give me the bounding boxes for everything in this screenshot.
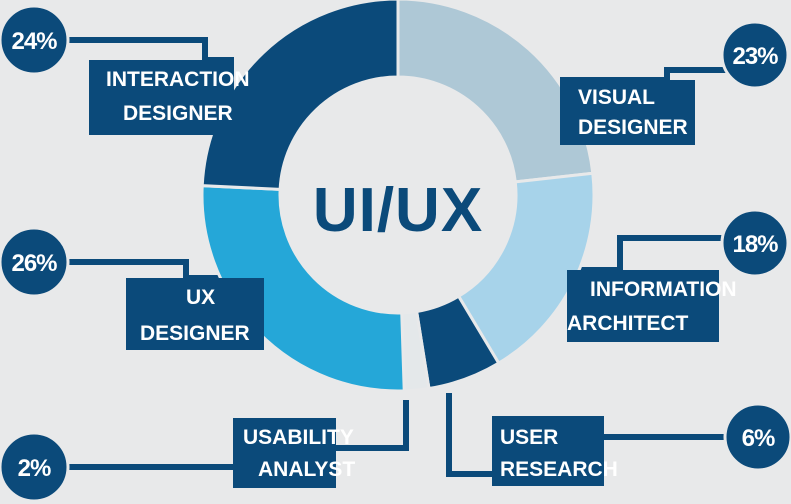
slice-label-ua-line-1: USABILITY <box>243 426 354 449</box>
slice-visual <box>396 0 595 184</box>
connector-ua <box>336 400 409 451</box>
label-box-ur <box>492 416 604 486</box>
label-box-ia <box>567 270 719 342</box>
value-label-ia: 18% <box>732 231 778 258</box>
value-label-ux: 26% <box>11 250 57 277</box>
slice-label-ia-line-1: INFORMATION <box>590 278 737 301</box>
slice-label-visual-line-1: VISUAL <box>578 86 655 109</box>
value-badge-ia <box>720 208 790 278</box>
value-badge-ur <box>723 402 791 472</box>
slice-label-ux-line-1: UX <box>186 286 215 309</box>
slice-ux <box>200 184 406 393</box>
value-badge-ixd <box>0 4 70 76</box>
label-box-ua <box>233 418 336 488</box>
value-label-ur: 6% <box>742 425 775 452</box>
slice-ia <box>456 171 596 366</box>
slice-label-visual-line-2: DESIGNER <box>578 116 688 139</box>
value-badge-ux <box>0 226 70 298</box>
slice-label-ia-line-2: ARCHITECT <box>567 312 688 335</box>
label-box-ux <box>126 278 264 350</box>
slice-label-ux-line-2: DESIGNER <box>140 322 250 345</box>
slice-label-ur-line-2: RESEARCH <box>500 458 618 481</box>
slice-label-ur-line-1: USER <box>500 426 558 449</box>
value-label-ixd: 24% <box>11 28 57 55</box>
value-label-visual: 23% <box>732 43 778 70</box>
value-label-ua: 2% <box>18 455 51 482</box>
value-badge-visual <box>720 20 790 90</box>
slice-label-ixd-line-2: DESIGNER <box>123 102 233 125</box>
slice-label-ua-line-2: ANALYST <box>258 458 355 481</box>
slice-label-ixd-line-1: INTERACTION <box>106 68 250 91</box>
label-box-visual <box>560 80 695 145</box>
value-badge-ua <box>0 431 70 503</box>
label-box-ixd <box>89 60 234 135</box>
connector-ur <box>446 393 492 477</box>
chart-title: UI/UX <box>313 176 483 245</box>
